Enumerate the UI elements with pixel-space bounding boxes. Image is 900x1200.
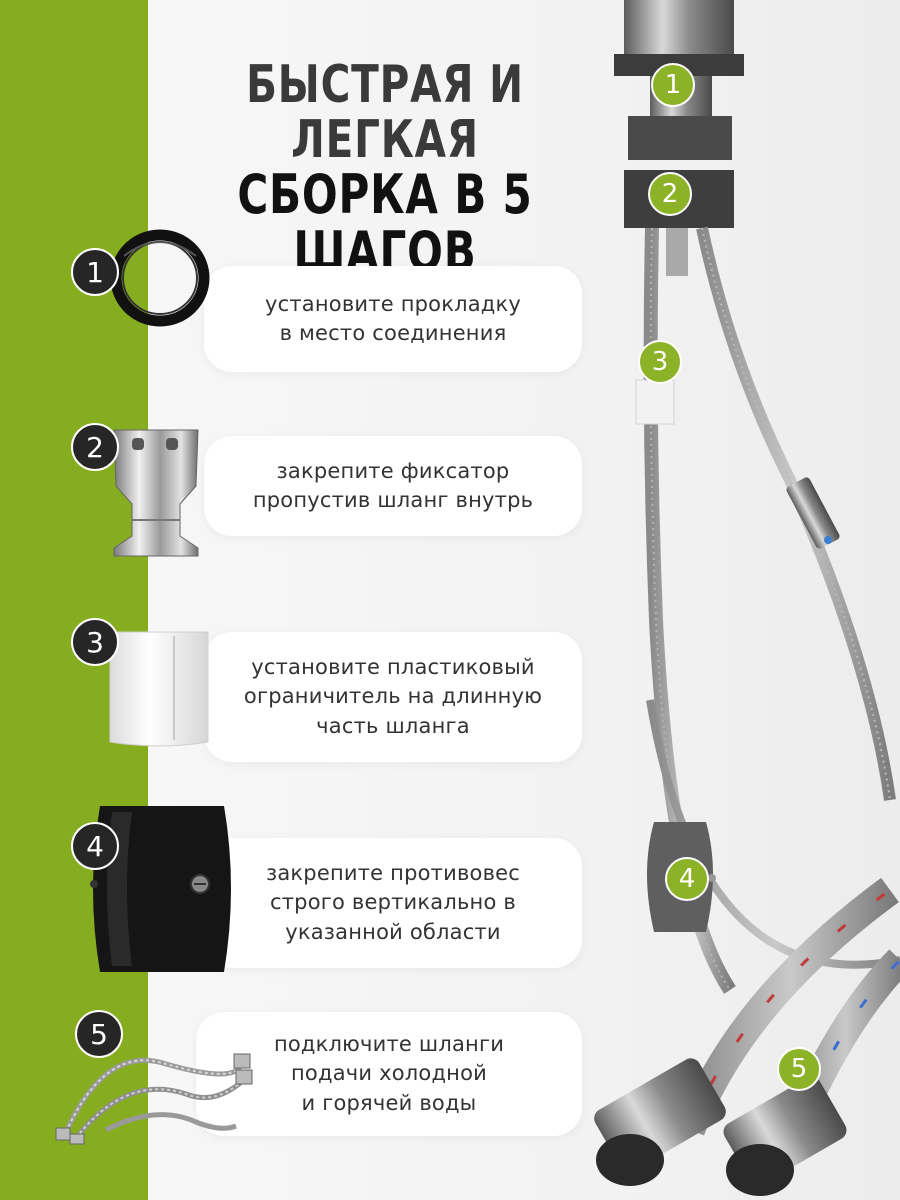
supply-hoses-icon: [55, 1053, 253, 1145]
step-4-text: закрепите противовес строго вертикально …: [265, 860, 521, 944]
step-2-text: закрепите фиксатор пропустив шланг внутр…: [252, 458, 534, 512]
step-3-text: установите пластиковый ограничитель на д…: [243, 654, 543, 738]
gasket-ring-icon: [110, 229, 210, 327]
metal-clamp-icon: [113, 429, 199, 557]
illustration-marker-4: 4: [665, 857, 709, 901]
faucet-assembly-illustration: [594, 0, 900, 1196]
title-line-2: сборка в 5 шагов: [237, 163, 533, 283]
step-1-text: установите прокладку в место соединения: [264, 291, 522, 345]
plastic-limiter-icon: [109, 631, 209, 747]
title-line-1: Быстрая и легкая: [246, 55, 524, 170]
step-3-card: установите пластиковый ограничитель на д…: [204, 632, 582, 762]
step-1-card: установите прокладку в место соединения: [204, 266, 582, 372]
page-title: Быстрая и легкая сборка в 5 шагов: [210, 58, 561, 281]
counterweight-icon: [90, 806, 231, 972]
step-4-card: закрепите противовес строго вертикально …: [204, 838, 582, 968]
green-side-strip: [0, 0, 148, 1200]
step-2-badge: 2: [71, 423, 119, 471]
step-5-text: подключите шланги подачи холодной и горя…: [273, 1031, 505, 1115]
step-1-badge: 1: [71, 248, 119, 296]
illustration-marker-1: 1: [651, 63, 695, 107]
illustration-marker-2: 2: [648, 172, 692, 216]
illustration-marker-3: 3: [638, 340, 682, 384]
step-2-card: закрепите фиксатор пропустив шланг внутр…: [204, 436, 582, 536]
step-5-card: подключите шланги подачи холодной и горя…: [196, 1012, 582, 1136]
step-3-badge: 3: [71, 618, 119, 666]
step-4-badge: 4: [71, 822, 119, 870]
step-5-badge: 5: [75, 1010, 123, 1058]
illustration-marker-5: 5: [777, 1047, 821, 1091]
